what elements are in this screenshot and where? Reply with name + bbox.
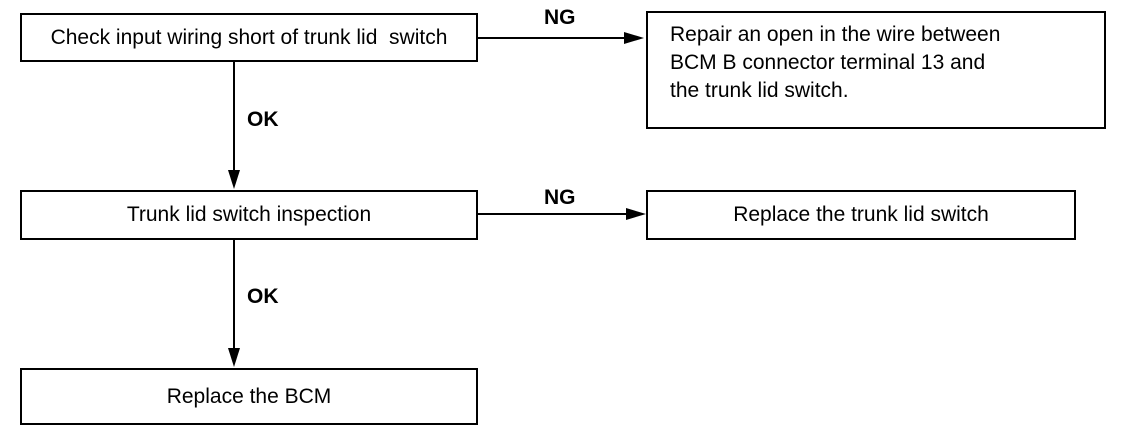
node-check-input-wiring-text: Check input wiring short of trunk lid sw… xyxy=(50,25,448,49)
node-repair-open-wire-line-3: the trunk lid switch. xyxy=(670,79,849,102)
node-replace-bcm-text: Replace the BCM xyxy=(166,384,332,408)
arrowhead-inspection-to-replace-switch xyxy=(626,208,646,220)
node-repair-open-wire-line-1: Repair an open in the wire between xyxy=(670,23,1001,46)
node-check-input-wiring: Check input wiring short of trunk lid sw… xyxy=(20,13,478,62)
arrowhead-check-to-inspection xyxy=(228,170,240,189)
arrowhead-inspection-to-replace-bcm xyxy=(228,348,240,367)
edge-label-check-to-inspection: OK xyxy=(247,108,279,131)
node-trunk-lid-switch-inspection-text: Trunk lid switch inspection xyxy=(126,203,372,226)
arrowhead-check-to-repair xyxy=(624,32,644,44)
node-replace-trunk-lid-switch-text: Replace the trunk lid switch xyxy=(733,203,989,226)
edge-label-inspection-to-replace-bcm: OK xyxy=(247,285,279,308)
node-trunk-lid-switch-inspection: Trunk lid switch inspection xyxy=(20,190,478,240)
edge-label-inspection-to-replace-switch: NG xyxy=(544,186,576,209)
node-repair-open-wire: Repair an open in the wire between BCM B… xyxy=(646,11,1106,129)
node-replace-bcm: Replace the BCM xyxy=(20,368,478,425)
node-replace-trunk-lid-switch: Replace the trunk lid switch xyxy=(646,190,1076,240)
node-repair-open-wire-line-2: BCM B connector terminal 13 and xyxy=(670,51,986,74)
edge-label-check-to-repair: NG xyxy=(544,6,576,29)
